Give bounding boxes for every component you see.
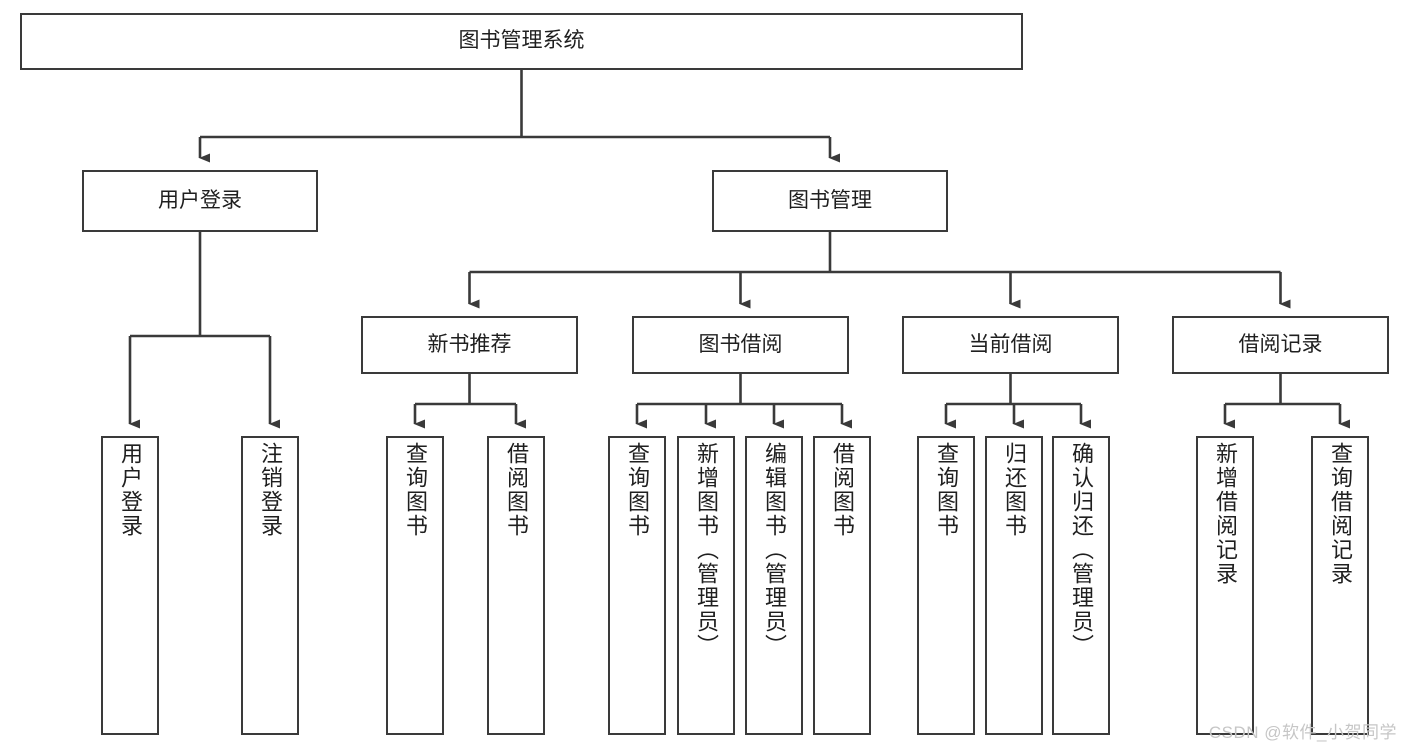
tree-connectors [128, 70, 1350, 429]
node-book-borrow[interactable]: 图书借阅 [632, 316, 849, 374]
node-new-book-recommend[interactable]: 新书推荐 [361, 316, 578, 374]
node-root-label: 图书管理系统 [458, 29, 585, 53]
node-current-borrow[interactable]: 当前借阅 [902, 316, 1119, 374]
leaf-record-query-label: 查询借阅记录 [1328, 442, 1353, 586]
leaf-new-borrow-book[interactable]: 借阅图书 [487, 436, 545, 735]
leaf-user-logout[interactable]: 注销登录 [241, 436, 299, 735]
leaf-user-logout-label: 注销登录 [258, 442, 283, 538]
leaf-current-return-book-label: 归还图书 [1002, 442, 1027, 538]
leaf-record-add[interactable]: 新增借阅记录 [1196, 436, 1254, 735]
node-book-management-module-label: 图书管理 [788, 188, 872, 212]
leaf-borrow-lend-book[interactable]: 借阅图书 [813, 436, 871, 735]
leaf-record-add-label: 新增借阅记录 [1213, 442, 1238, 586]
leaf-borrow-query-book-label: 查询图书 [625, 442, 650, 538]
node-root[interactable]: 图书管理系统 [20, 13, 1023, 70]
node-current-borrow-label: 当前借阅 [968, 332, 1053, 356]
leaf-new-borrow-book-label: 借阅图书 [504, 442, 529, 538]
leaf-borrow-edit-book[interactable]: 编辑图书（管理员） [745, 436, 803, 735]
leaf-new-query-book-label: 查询图书 [403, 442, 428, 538]
node-user-login-module[interactable]: 用户登录 [82, 170, 318, 232]
node-book-borrow-label: 图书借阅 [698, 332, 783, 356]
leaf-current-confirm-return[interactable]: 确认归还（管理员） [1052, 436, 1110, 735]
leaf-borrow-add-book-label: 新增图书（管理员） [694, 442, 719, 658]
leaf-current-query-book[interactable]: 查询图书 [917, 436, 975, 735]
node-book-management-module[interactable]: 图书管理 [712, 170, 948, 232]
leaf-borrow-lend-book-label: 借阅图书 [830, 442, 855, 538]
leaf-user-login[interactable]: 用户登录 [101, 436, 159, 735]
leaf-borrow-edit-book-label: 编辑图书（管理员） [762, 442, 787, 658]
node-borrow-record-label: 借阅记录 [1238, 332, 1323, 356]
leaf-borrow-query-book[interactable]: 查询图书 [608, 436, 666, 735]
leaf-current-confirm-return-label: 确认归还（管理员） [1069, 442, 1094, 658]
leaf-current-return-book[interactable]: 归还图书 [985, 436, 1043, 735]
node-borrow-record[interactable]: 借阅记录 [1172, 316, 1389, 374]
watermark: CSDN @软件_小贺同学 [1208, 723, 1397, 742]
leaf-record-query[interactable]: 查询借阅记录 [1311, 436, 1369, 735]
node-new-book-recommend-label: 新书推荐 [427, 332, 512, 356]
leaf-current-query-book-label: 查询图书 [934, 442, 959, 538]
node-user-login-module-label: 用户登录 [158, 188, 242, 212]
leaf-new-query-book[interactable]: 查询图书 [386, 436, 444, 735]
leaf-borrow-add-book[interactable]: 新增图书（管理员） [677, 436, 735, 735]
leaf-user-login-label: 用户登录 [118, 442, 143, 538]
